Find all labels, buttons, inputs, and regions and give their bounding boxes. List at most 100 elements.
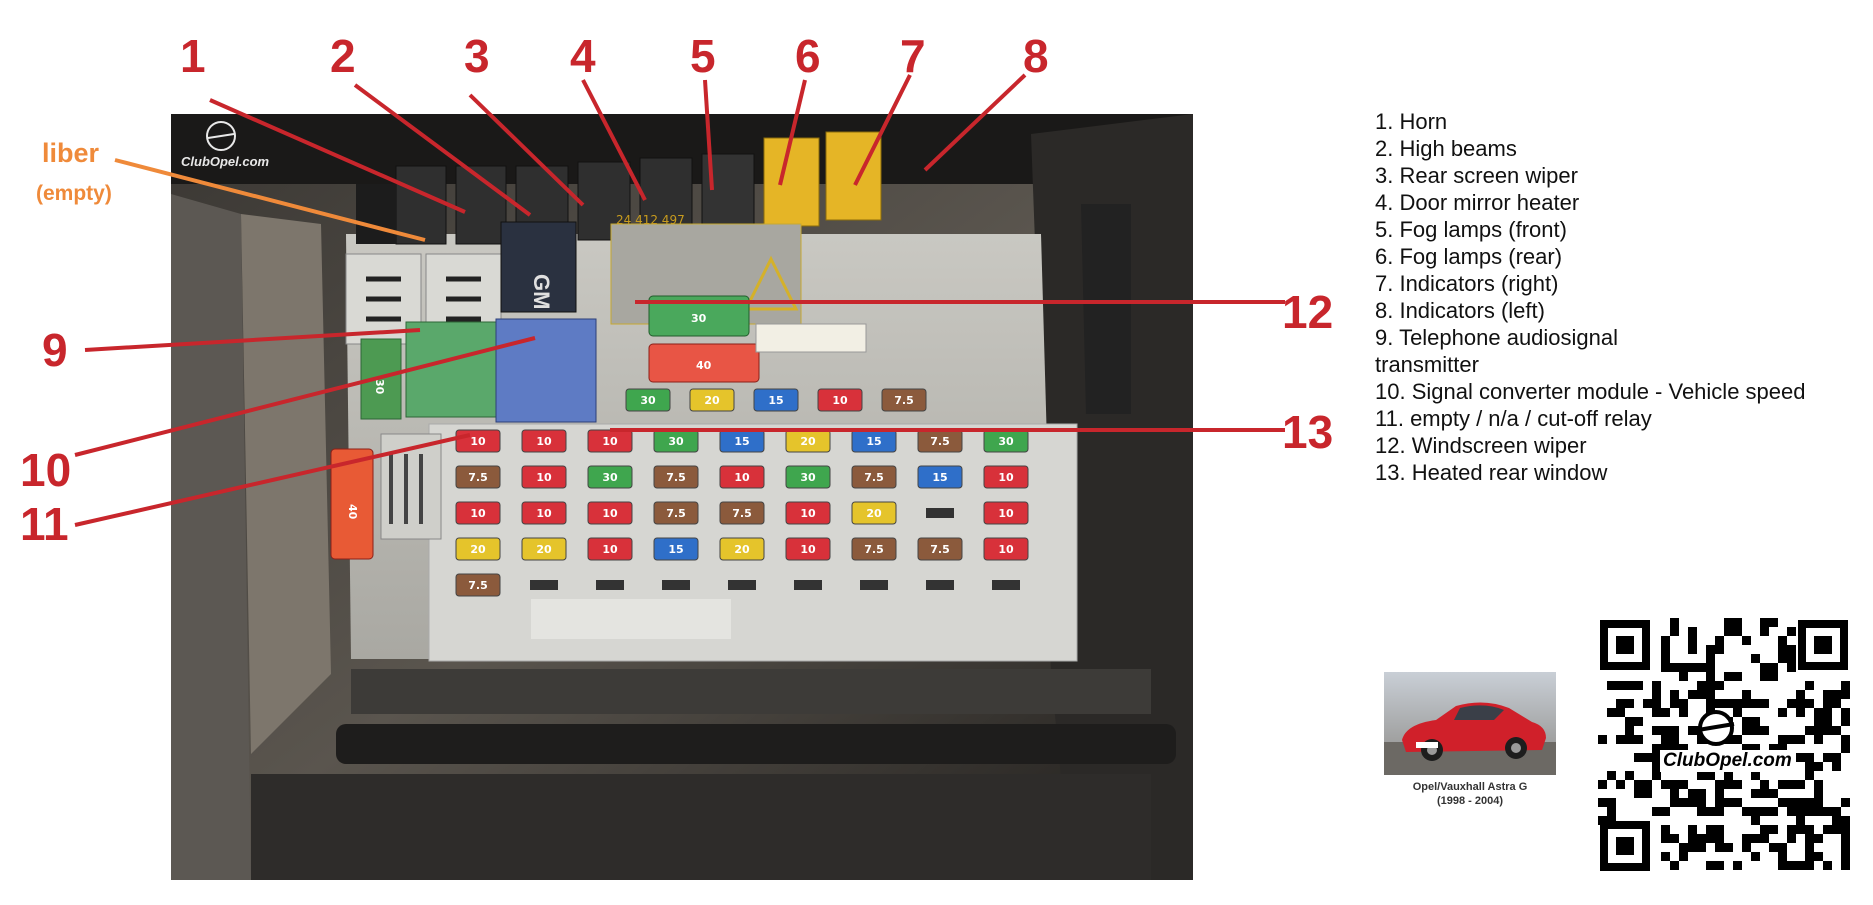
fuse — [587, 465, 633, 489]
fuse-label: 10 — [536, 507, 552, 520]
small-fuse-left: 30 — [373, 379, 386, 395]
fuse — [785, 501, 831, 525]
fuse-label: 7.5 — [732, 507, 752, 520]
callout-4: 4 — [570, 30, 596, 82]
callout-12: 12 — [1282, 286, 1333, 338]
empty-fuse-slot — [662, 580, 690, 590]
empty-slot-translation: (empty) — [36, 182, 112, 205]
legend-item: 3. Rear screen wiper — [1375, 163, 1578, 188]
fuse-top-4-label: 7.5 — [894, 394, 914, 407]
callout-2: 2 — [330, 30, 356, 82]
large-fuse-top: 30 — [691, 312, 707, 325]
fuse-label: 10 — [998, 543, 1014, 556]
empty-fuse-slot — [794, 580, 822, 590]
fuse — [653, 501, 699, 525]
fuse-label: 10 — [536, 471, 552, 484]
fuse — [521, 501, 567, 525]
callout-9: 9 — [42, 324, 68, 376]
fuse — [983, 537, 1029, 561]
fuse-label: 10 — [998, 507, 1014, 520]
car-caption-model: Opel/Vauxhall Astra G — [1412, 781, 1528, 793]
empty-fuse-slot — [926, 508, 954, 518]
fuse-label: 15 — [668, 543, 683, 556]
callout-1: 1 — [180, 30, 206, 82]
qr-code[interactable] — [1598, 618, 1850, 873]
empty-fuse-slot — [926, 580, 954, 590]
fuse-label: 10 — [800, 507, 816, 520]
empty-fuse-slot — [596, 580, 624, 590]
legend-item: 6. Fog lamps (rear) — [1375, 244, 1563, 269]
fuse-label: 15 — [932, 471, 947, 484]
fuse-label: 30 — [800, 471, 816, 484]
legend-item: 8. Indicators (left) — [1375, 298, 1545, 323]
fuse-label: 10 — [800, 543, 816, 556]
fuse — [455, 465, 501, 489]
fuse-label: 20 — [536, 543, 552, 556]
fuse — [851, 537, 897, 561]
fuse-label: 10 — [470, 507, 486, 520]
fuse-label: 15 — [866, 435, 881, 448]
fuse-top-0-label: 30 — [640, 394, 656, 407]
legend-item: 9. Telephone audiosignal — [1375, 325, 1619, 350]
fuse-label: 7.5 — [864, 543, 884, 556]
fuse-label: 15 — [734, 435, 749, 448]
fuse-top-2 — [753, 388, 799, 412]
fuse-label: 20 — [800, 435, 816, 448]
fuse — [719, 465, 765, 489]
fuse — [653, 465, 699, 489]
fuse — [983, 465, 1029, 489]
fuse — [653, 537, 699, 561]
fuse — [785, 465, 831, 489]
car-caption: Opel/Vauxhall Astra G (1998 - 2004) — [1374, 780, 1566, 808]
fuse — [455, 573, 501, 597]
fuse-label: 10 — [470, 435, 486, 448]
fuse-top-0 — [625, 388, 671, 412]
legend-item: 7. Indicators (right) — [1375, 271, 1559, 296]
fuse-label: 10 — [602, 543, 618, 556]
empty-fuse-slot — [728, 580, 756, 590]
large-fuse-mid: 40 — [696, 359, 712, 372]
fuse-legend: 1. Horn 2. High beams 3. Rear screen wip… — [1375, 108, 1870, 486]
callout-10: 10 — [20, 444, 71, 496]
fuse — [719, 501, 765, 525]
callout-11: 11 — [20, 498, 69, 550]
empty-fuse-slot — [992, 580, 1020, 590]
fuse — [785, 537, 831, 561]
fuse-label: 10 — [602, 507, 618, 520]
fuse-label: 10 — [536, 435, 552, 448]
fuse-label: 7.5 — [666, 507, 686, 520]
fuse-label: 10 — [734, 471, 750, 484]
fuse-label: 7.5 — [864, 471, 884, 484]
empty-slot-label: liber — [42, 138, 100, 168]
fuse — [455, 537, 501, 561]
callout-6: 6 — [795, 30, 821, 82]
fuse — [521, 465, 567, 489]
legend-item: 12. Windscreen wiper — [1375, 433, 1587, 458]
fuse-label: 20 — [734, 543, 750, 556]
fuse-label: 7.5 — [930, 435, 950, 448]
fuse-top-3 — [817, 388, 863, 412]
fuse — [521, 429, 567, 453]
legend-item-continued: transmitter — [1375, 352, 1479, 377]
fuse-label: 20 — [470, 543, 486, 556]
legend-item: 2. High beams — [1375, 136, 1517, 161]
fuse-label: 30 — [998, 435, 1014, 448]
legend-item: 13. Heated rear window — [1375, 460, 1608, 485]
fuse-top-3-label: 10 — [832, 394, 848, 407]
callout-7: 7 — [900, 30, 926, 82]
fuse-label: 7.5 — [468, 579, 488, 592]
fuse-label: 30 — [668, 435, 684, 448]
callout-leaders — [74, 73, 1285, 527]
legend-item: 4. Door mirror heater — [1375, 190, 1580, 215]
fuse — [983, 501, 1029, 525]
empty-fuse-slot — [860, 580, 888, 590]
legend-item: 5. Fog lamps (front) — [1375, 217, 1567, 242]
fuse-label: 7.5 — [468, 471, 488, 484]
fuse-top-1 — [689, 388, 735, 412]
callout-8: 8 — [1023, 30, 1049, 82]
car-thumbnail — [1384, 672, 1556, 775]
